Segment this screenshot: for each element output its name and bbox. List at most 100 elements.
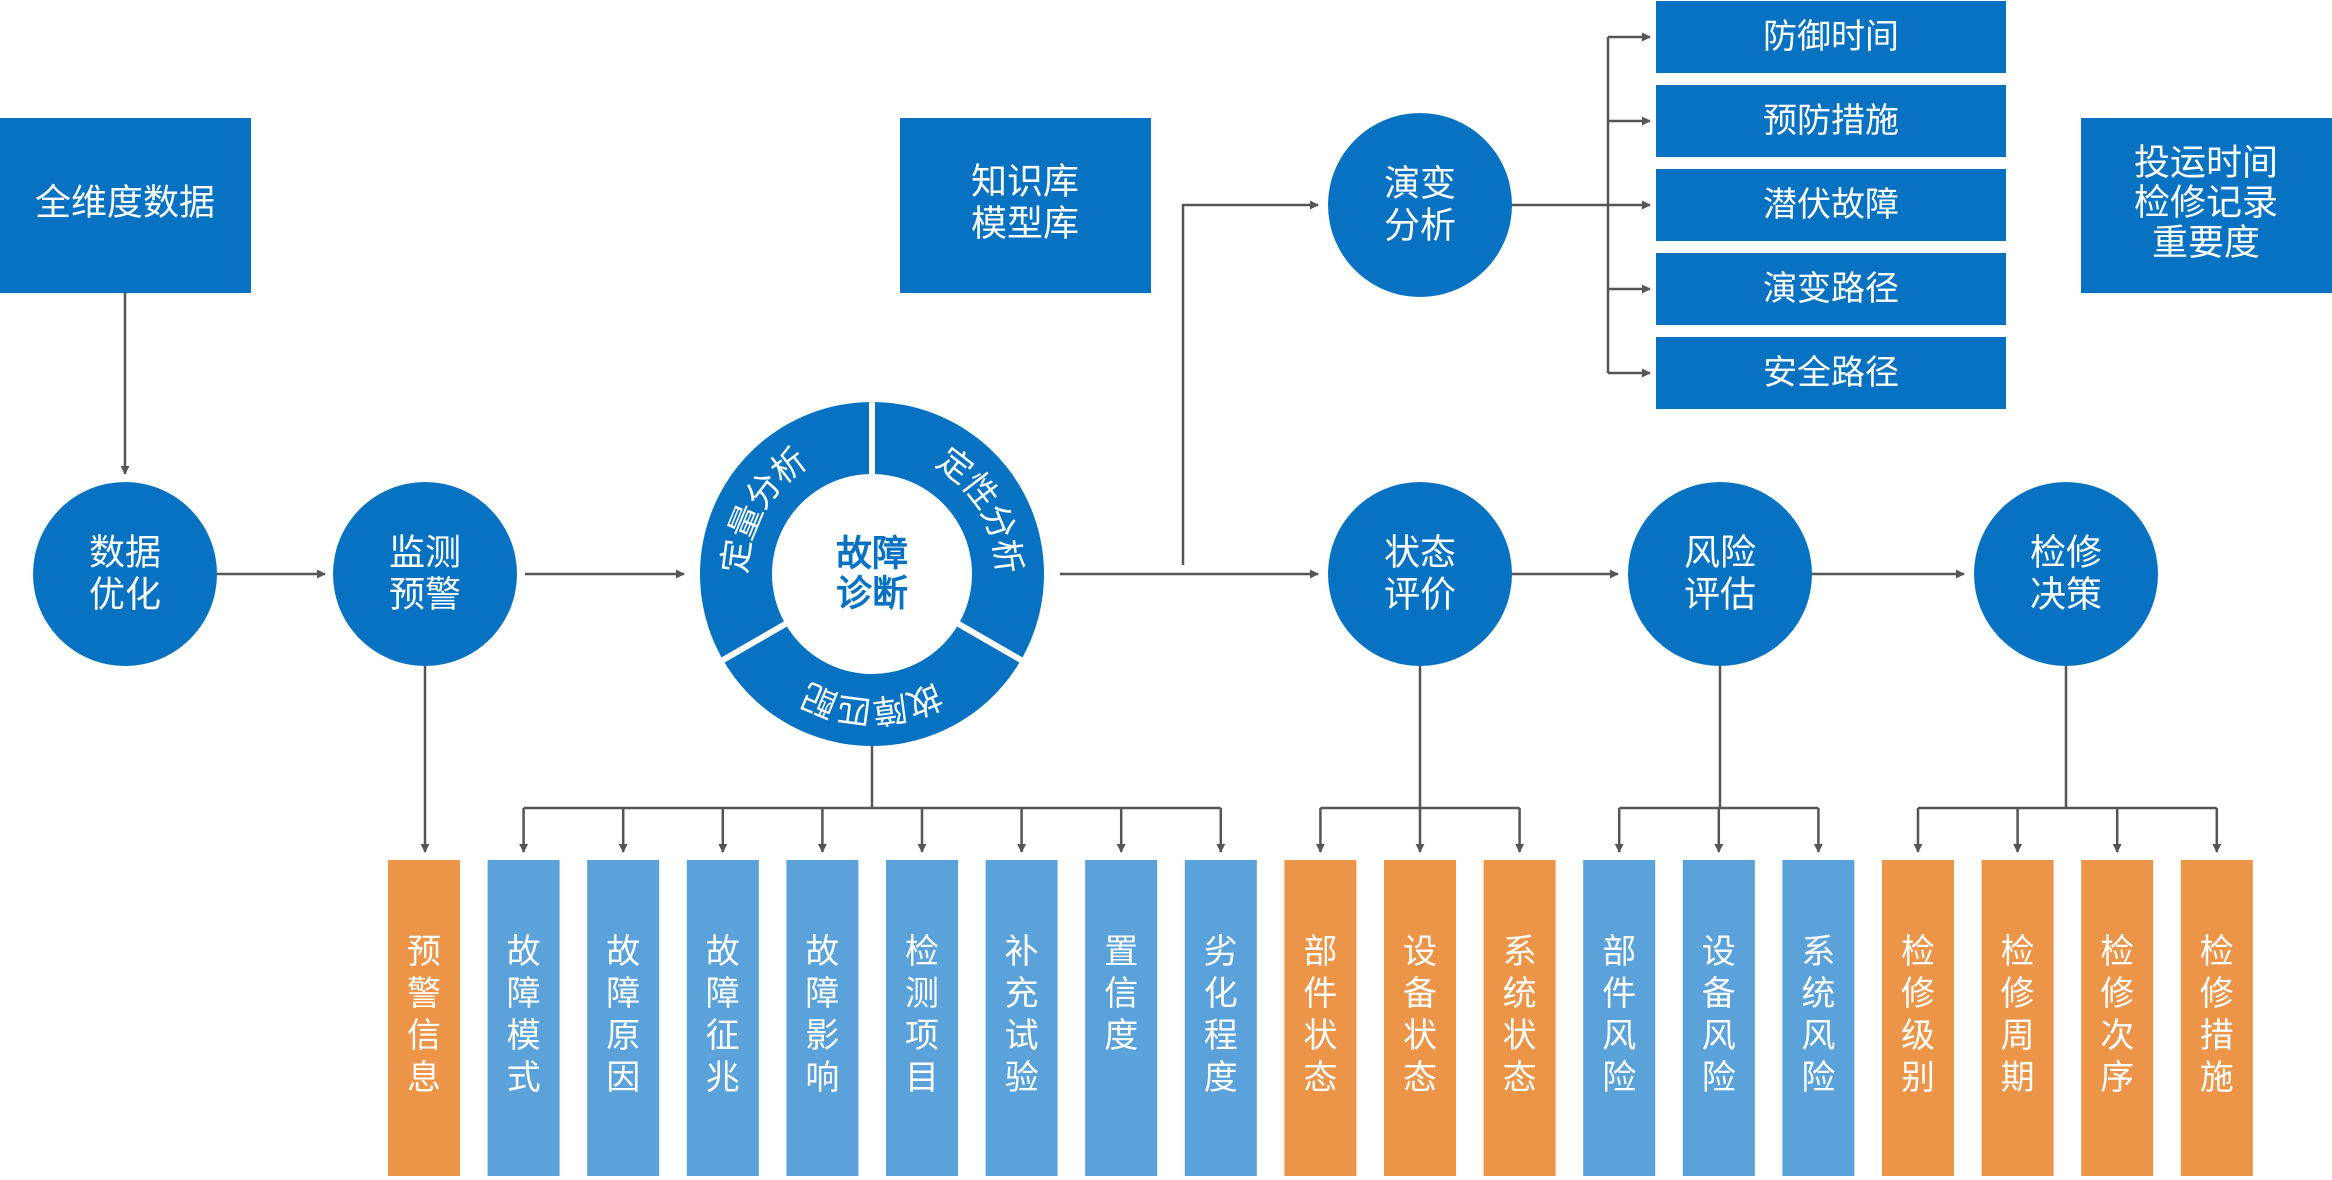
evolution-output-label: 潜伏故障 xyxy=(1763,185,1899,225)
output-bar-char: 充 xyxy=(1005,974,1039,1014)
output-bar-char: 备 xyxy=(1403,974,1437,1014)
diagnosis-segment xyxy=(700,402,872,660)
diagnosis-segment-char: 定 xyxy=(715,537,759,576)
output-bar-char: 设 xyxy=(1702,932,1736,972)
output-bar-char: 化 xyxy=(1204,974,1238,1014)
output-bar-char: 设 xyxy=(1403,932,1437,972)
node-risk-label-line: 评估 xyxy=(1684,575,1756,616)
diagnosis-segment-divider xyxy=(955,620,1025,664)
output-bar-char: 周 xyxy=(2001,1016,2035,1056)
evolution-output-label: 演变路径 xyxy=(1763,269,1899,309)
output-bar xyxy=(1682,860,1755,1176)
node-monitor-label-line: 监测 xyxy=(389,533,461,574)
output-bar-char: 度 xyxy=(1204,1058,1238,1098)
output-bar xyxy=(886,860,958,1176)
node-monitor-label-line: 预警 xyxy=(389,575,461,616)
output-bar xyxy=(388,860,460,1176)
full-dimension-data-rect xyxy=(0,118,251,293)
output-bar-char: 度 xyxy=(1104,1016,1138,1056)
output-bar xyxy=(1483,860,1556,1176)
output-bar-char: 响 xyxy=(805,1058,839,1098)
output-bar xyxy=(1384,860,1456,1176)
output-bar-char: 障 xyxy=(606,974,640,1014)
knowledge-model-rect xyxy=(900,118,1151,293)
connectors xyxy=(120,32,2222,853)
output-bar-char: 状 xyxy=(1503,1016,1537,1056)
output-bar-char: 修 xyxy=(2100,974,2134,1014)
output-bar-char: 状 xyxy=(1303,1016,1337,1056)
output-bar xyxy=(2180,860,2253,1176)
output-bar-char: 故 xyxy=(507,932,541,972)
diagnosis-segment xyxy=(872,402,1044,660)
evolution-output-label: 预防措施 xyxy=(1763,101,1899,141)
diagnosis-center-label-line: 诊断 xyxy=(836,574,908,615)
output-bar-char: 预 xyxy=(407,932,441,972)
output-bar-char: 状 xyxy=(1403,1016,1437,1056)
diagnosis-segment-char: 匹 xyxy=(835,687,874,731)
evolution-output-rect xyxy=(1656,1,2006,73)
output-bar-char: 部 xyxy=(1303,932,1337,972)
knowledge-model-label-line: 模型库 xyxy=(971,204,1079,245)
output-bar-char: 项 xyxy=(905,1016,939,1056)
output-bar xyxy=(1583,860,1656,1176)
node-monitor-circle xyxy=(333,482,517,666)
output-bar-char: 信 xyxy=(407,1016,441,1056)
diagnosis-segment-char: 析 xyxy=(985,537,1029,576)
output-bar-char: 修 xyxy=(1901,974,1935,1014)
output-bar xyxy=(1882,860,1954,1176)
output-bar-char: 级 xyxy=(1901,1016,1935,1056)
output-bar-char: 置 xyxy=(1104,932,1138,972)
diagnosis-segment-char: 障 xyxy=(870,687,909,731)
output-bar xyxy=(587,860,660,1176)
asset-info-label-line: 投运时间 xyxy=(2134,143,2278,184)
output-bar-char: 程 xyxy=(1204,1016,1238,1056)
output-bar-char: 障 xyxy=(507,974,541,1014)
evolution-output-rect xyxy=(1656,253,2006,325)
node-decision-label-line: 决策 xyxy=(2030,575,2102,616)
output-bar-char: 息 xyxy=(407,1058,441,1098)
output-bar-char: 检 xyxy=(2200,932,2234,972)
evolution-output-rect xyxy=(1656,337,2006,409)
evolution-output-rect xyxy=(1656,85,2006,157)
output-bar xyxy=(1085,860,1158,1176)
output-bar-char: 措 xyxy=(2200,1016,2234,1056)
output-bar-char: 试 xyxy=(1005,1016,1039,1056)
diagnosis-center-label-line: 故障 xyxy=(836,534,908,575)
output-bar-char: 统 xyxy=(1801,974,1835,1014)
node-state-label-line: 状态 xyxy=(1384,533,1456,574)
output-bar xyxy=(1284,860,1357,1176)
evolution-output-rect xyxy=(1656,169,2006,241)
output-bar-char: 检 xyxy=(2001,932,2035,972)
output-bar-char: 检 xyxy=(2100,932,2134,972)
output-bar xyxy=(1782,860,1855,1176)
node-risk-label-line: 风险 xyxy=(1684,533,1756,574)
output-bar-char: 备 xyxy=(1702,974,1736,1014)
output-bar-char: 施 xyxy=(2200,1058,2234,1098)
output-bar-char: 统 xyxy=(1503,974,1537,1014)
asset-info-label-line: 重要度 xyxy=(2152,223,2260,264)
node-data-opt-label-line: 数据 xyxy=(89,533,161,574)
output-bar-char: 故 xyxy=(805,932,839,972)
output-bar-char: 态 xyxy=(1303,1058,1337,1098)
output-bar-char: 险 xyxy=(1602,1058,1636,1098)
output-bar-char: 系 xyxy=(1503,932,1537,972)
output-bar-char: 风 xyxy=(1702,1016,1736,1056)
output-bar-char: 补 xyxy=(1005,932,1039,972)
asset-info-rect xyxy=(2081,118,2332,293)
node-risk-circle xyxy=(1628,482,1812,666)
output-bar-char: 检 xyxy=(905,932,939,972)
output-bar-char: 征 xyxy=(706,1016,740,1056)
node-evolution-label-line: 演变 xyxy=(1384,164,1456,205)
output-bar-char: 验 xyxy=(1005,1058,1039,1098)
